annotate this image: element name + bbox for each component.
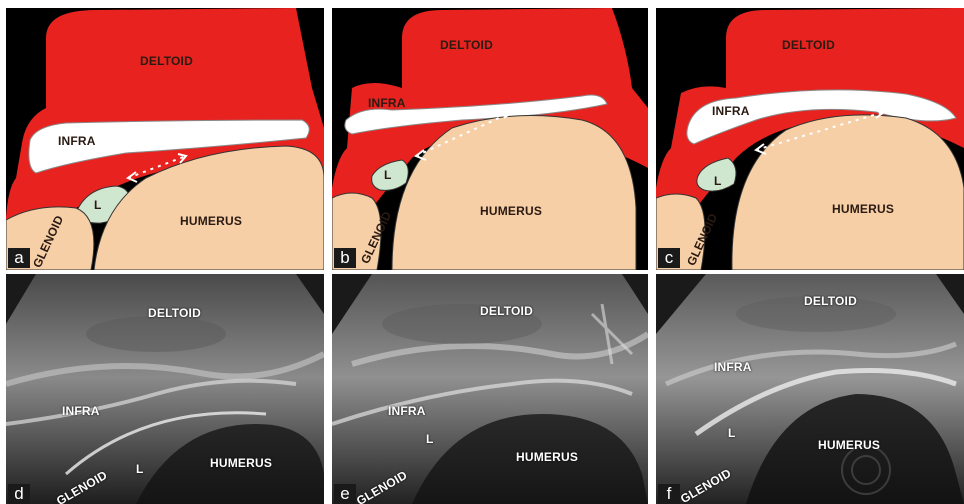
label-labrum: L — [94, 198, 102, 212]
ultrasound-panel-e: DELTOID INFRA L HUMERUS GLENOID e — [332, 274, 648, 504]
label-infra: INFRA — [62, 404, 100, 418]
label-deltoid: DELTOID — [782, 38, 835, 52]
panel-letter: c — [658, 248, 680, 268]
panel-letter: d — [8, 484, 30, 504]
label-infra: INFRA — [712, 104, 750, 118]
illustration-panel-b: DELTOID INFRA L HUMERUS GLENOID b — [332, 8, 648, 270]
label-deltoid: DELTOID — [480, 304, 533, 318]
panel-letter: f — [658, 484, 680, 504]
panel-letter: e — [334, 484, 356, 504]
label-labrum: L — [136, 462, 144, 476]
label-deltoid: DELTOID — [148, 306, 201, 320]
label-humerus: HUMERUS — [818, 438, 880, 452]
ultrasound-f-image — [656, 274, 964, 504]
ultrasound-panel-f: DELTOID INFRA L HUMERUS GLENOID f — [656, 274, 964, 504]
label-infra: INFRA — [58, 134, 96, 148]
label-humerus: HUMERUS — [180, 214, 242, 228]
label-labrum: L — [384, 168, 392, 182]
illustration-panel-c: DELTOID INFRA L HUMERUS GLENOID c — [656, 8, 964, 270]
label-deltoid: DELTOID — [804, 294, 857, 308]
label-infra: INFRA — [714, 360, 752, 374]
ultrasound-panel-d: DELTOID INFRA L HUMERUS GLENOID d — [6, 274, 324, 504]
label-labrum: L — [714, 174, 722, 188]
panel-letter: b — [334, 248, 356, 268]
label-humerus: HUMERUS — [210, 456, 272, 470]
illustration-panel-a: DELTOID INFRA L HUMERUS GLENOID a — [6, 8, 324, 270]
label-infra: INFRA — [368, 96, 406, 110]
label-infra: INFRA — [388, 404, 426, 418]
label-humerus: HUMERUS — [832, 202, 894, 216]
label-labrum: L — [728, 426, 736, 440]
panel-letter: a — [8, 248, 30, 268]
label-labrum: L — [426, 432, 434, 446]
label-deltoid: DELTOID — [140, 54, 193, 68]
label-deltoid: DELTOID — [440, 38, 493, 52]
label-humerus: HUMERUS — [516, 450, 578, 464]
label-humerus: HUMERUS — [480, 204, 542, 218]
